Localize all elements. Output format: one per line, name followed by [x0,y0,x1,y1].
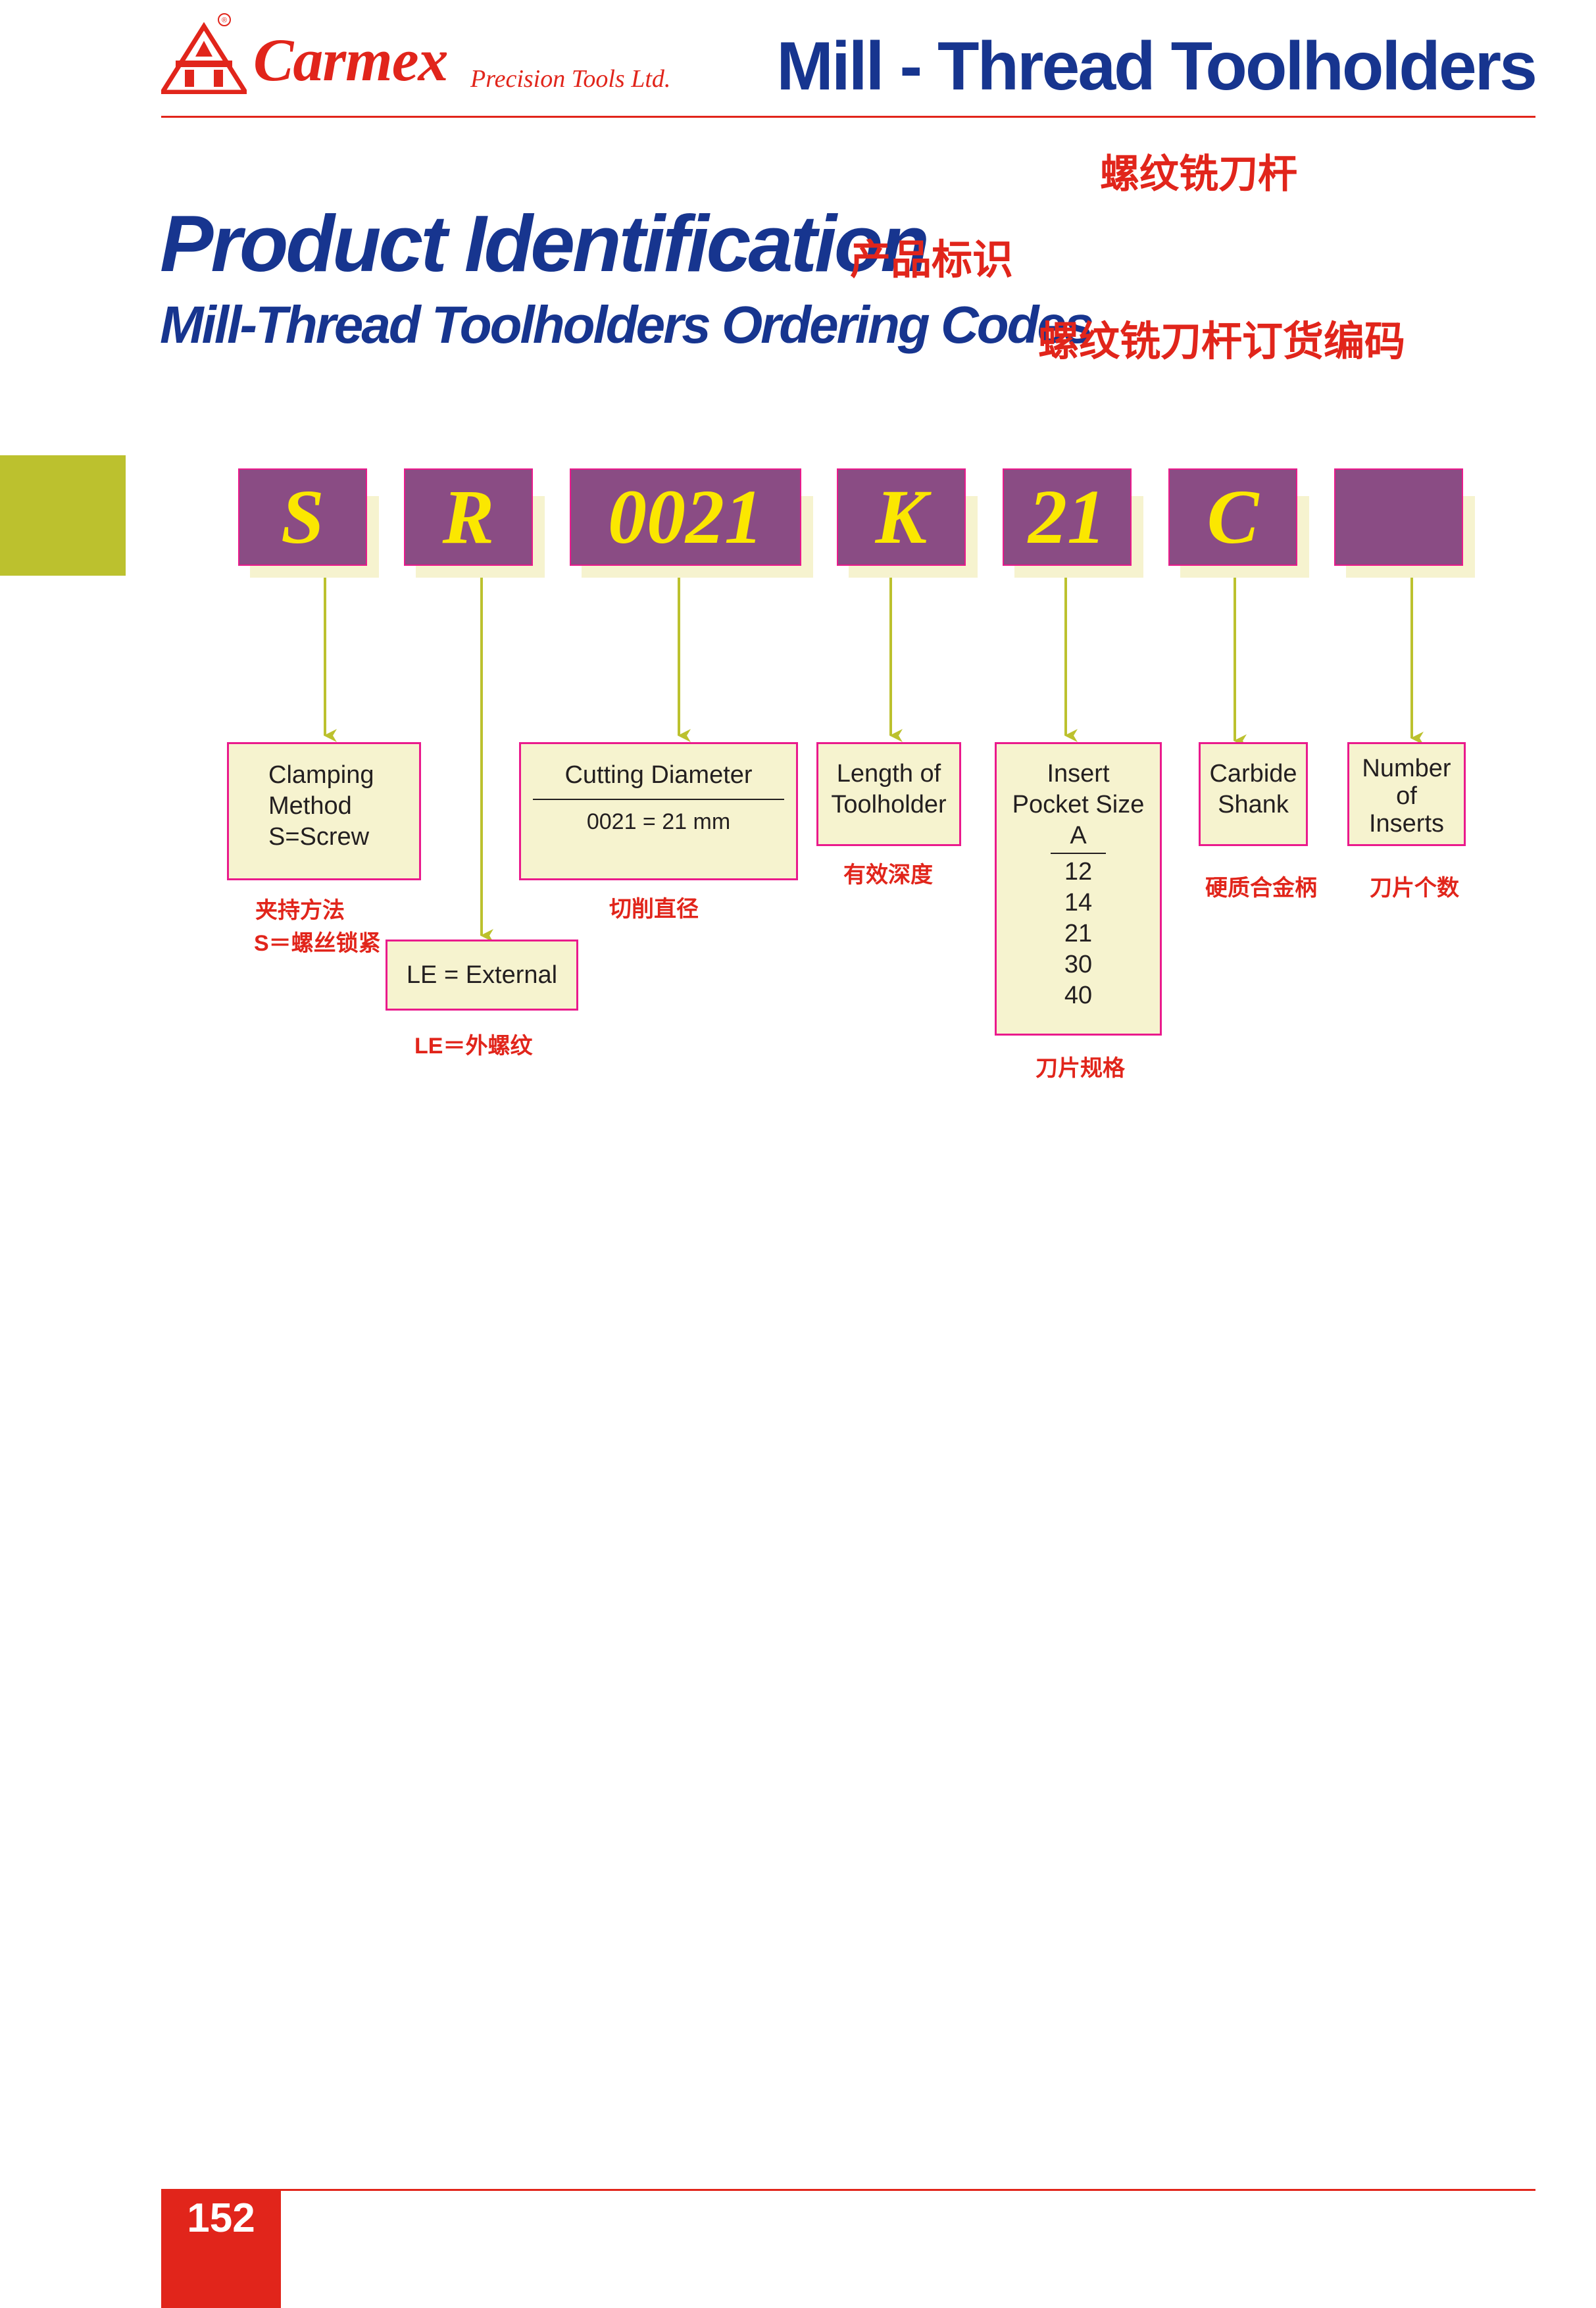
page-number: 152 [187,2195,255,2241]
pocket-size-value: 14 [1064,889,1093,916]
section-title: Product Identification [160,199,930,288]
desc-pocket-line: Insert [1047,760,1110,788]
page-title: Mill - Thread Toolholders [776,28,1537,105]
pocket-size-value: 12 [1064,858,1093,886]
code-box-pocket: 21 [1003,468,1132,566]
cn-label-diameter: 切削直径 [609,897,699,922]
desc-pocket-line: Pocket Size [1012,791,1145,818]
desc-shank: Carbide Shank [1199,742,1308,846]
cn-label-clamping-screw: S＝螺丝锁紧 [254,931,381,956]
desc-pocket-divider [1051,853,1106,854]
brand-name: Carmex [253,26,449,93]
desc-length: Length of Toolholder [816,742,961,846]
section-subtitle: Mill-Thread Toolholders Ordering Codes [160,295,1093,354]
code-box-shank: C [1168,468,1297,566]
section-subtitle-chinese: 螺纹铣刀杆订货编码 [1038,319,1406,364]
desc-pocket-header: A [1070,822,1087,849]
desc-length-line: Toolholder [831,791,947,818]
cn-label-inserts: 刀片个数 [1370,876,1459,901]
cn-label-shank: 硬质合金柄 [1205,876,1317,901]
code-box-diameter: 0021 [570,468,801,566]
desc-clamping-line: S=Screw [268,823,370,851]
desc-diameter: Cutting Diameter 0021 = 21 mm [519,742,798,880]
code-box-clamping: S [238,468,367,566]
header-divider [161,116,1535,118]
desc-diameter-divider [533,799,784,800]
code-box-inserts [1334,468,1463,566]
desc-length-line: Length of [836,760,941,788]
desc-inserts-line: Number [1362,755,1451,782]
pocket-size-value: 40 [1064,982,1093,1009]
cn-label-pocket: 刀片规格 [1035,1056,1125,1081]
desc-external: LE = External [386,940,578,1011]
cn-label-length: 有效深度 [843,863,933,888]
pocket-size-value: 30 [1064,951,1093,978]
page-number-block [161,2189,281,2308]
desc-clamping: Clamping Method S=Screw [227,742,421,880]
desc-inserts-line: Inserts [1368,810,1445,838]
cn-label-external: LE＝外螺纹 [414,1034,533,1059]
carmex-logo-icon: ® [161,13,247,94]
cn-label-clamping: 夹持方法 [255,898,345,923]
desc-inserts: Number of Inserts [1347,742,1466,846]
desc-shank-line: Carbide [1209,760,1297,788]
section-title-chinese: 产品标识 [850,238,1014,283]
side-tab-marker [0,455,126,576]
desc-clamping-line: Method [268,792,352,820]
footer-divider [161,2189,1535,2191]
desc-shank-line: Shank [1218,791,1289,818]
registered-mark: ® [222,16,227,24]
desc-pocket: Insert Pocket Size A 12 14 21 30 40 [995,742,1162,1036]
brand-tagline: Precision Tools Ltd. [470,65,671,93]
desc-external-label: LE = External [406,961,558,989]
desc-diameter-value: 0021 = 21 mm [586,809,731,834]
code-box-length: K [837,468,966,566]
desc-inserts-line: of [1396,782,1417,810]
desc-diameter-label: Cutting Diameter [564,761,753,789]
desc-clamping-line: Clamping [268,761,374,789]
code-box-hand: R [404,468,533,566]
page-title-chinese: 螺纹铣刀杆 [1100,152,1297,196]
pocket-size-value: 21 [1064,920,1093,947]
